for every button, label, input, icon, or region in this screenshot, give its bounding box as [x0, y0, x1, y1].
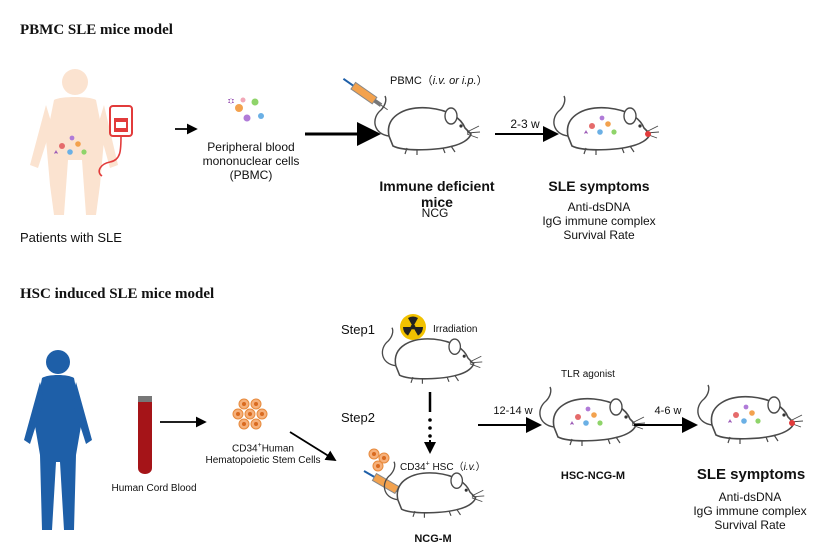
hsc-ncgm-label: HSC-NCG-M: [560, 470, 626, 482]
sle-mouse-2-icon: [697, 384, 804, 445]
pbmc-label-line3: (PBMC): [229, 168, 273, 182]
pbmc-injection-main: PBMC（: [390, 75, 433, 87]
ncgm-mouse-icon: [383, 460, 486, 519]
step1-label: Step1: [341, 322, 375, 337]
arrow-time-12-14w: 12-14 w: [493, 405, 533, 417]
sle-mouse-icon: [553, 95, 660, 156]
arrow-time-2-3w: 2-3 w: [510, 117, 540, 131]
symptom-survival-1: Survival Rate: [563, 228, 635, 242]
radiation-icon: [400, 314, 426, 340]
symptom-anti-dsdna-2: Anti-dsDNA: [718, 490, 782, 504]
tlr-agonist-label: TLR agonist: [561, 369, 615, 380]
syringe-icon: [342, 77, 388, 111]
hsc-ncgm-mouse-icon: [539, 386, 646, 447]
hsc-label: CD34+Human Hematopoietic Stem Cells: [198, 440, 328, 467]
pbmc-label: Peripheral blood mononuclear cells (PBMC…: [196, 140, 306, 182]
symptom-igg-1: IgG immune complex: [542, 214, 656, 228]
hsc-small-cells-icon: [368, 448, 390, 472]
ncg-label: NCG: [421, 206, 449, 220]
arrow-hsc-to-ncgm: [289, 431, 337, 461]
patients-label: Patients with SLE: [20, 230, 122, 245]
symptoms-list-2: Anti-dsDNA IgG immune complex Survival R…: [683, 490, 817, 532]
symptom-survival-2: Survival Rate: [714, 518, 786, 532]
hsc-injection-label: CD34+ HSC（i.v.）: [400, 460, 486, 473]
symptoms-list-1: Anti-dsDNA IgG immune complex Survival R…: [534, 200, 664, 242]
ncgm-label: NCG-M: [414, 533, 452, 545]
pbmc-label-line1: Peripheral blood: [207, 140, 295, 154]
hsc-cells-icon: [232, 398, 268, 430]
irradiation-label: Irradiation: [433, 324, 478, 335]
section2-title: HSC induced SLE mice model: [20, 286, 215, 302]
arrow-step1-to-step2: [424, 392, 436, 454]
pbmc-cells-icon: [228, 97, 264, 122]
human-figure-icon: [24, 350, 92, 530]
arrow-time-4-6w: 4-6 w: [654, 405, 682, 417]
immune-deficient-title: Immune deficient mice: [379, 178, 495, 210]
pbmc-injection-route: i.v. or i.p.: [432, 75, 477, 87]
sle-symptoms-title-1: SLE symptoms: [548, 178, 650, 194]
blood-bag-icon: [98, 105, 133, 177]
immune-deficient-mouse-icon: [374, 95, 481, 156]
cord-blood-tube-icon: [138, 396, 152, 474]
pbmc-injection-label: PBMC（i.v. or i.p.）: [390, 72, 488, 88]
symptom-anti-dsdna-1: Anti-dsDNA: [567, 200, 631, 214]
patient-figure-icon: [30, 69, 118, 215]
pbmc-injection-end: ）: [476, 75, 488, 87]
hsc-label-line1: CD34+Human: [232, 442, 294, 455]
pbmc-label-line2: mononuclear cells: [202, 154, 300, 168]
section1-title: PBMC SLE mice model: [20, 22, 173, 38]
step2-label: Step2: [341, 410, 375, 425]
sle-symptoms-title-2: SLE symptoms: [696, 466, 806, 483]
symptom-igg-2: IgG immune complex: [693, 504, 807, 518]
irradiated-mouse-icon: [381, 326, 484, 385]
hsc-label-line2: Hematopoietic Stem Cells: [205, 455, 321, 467]
cord-blood-label: Human Cord Blood: [111, 483, 197, 494]
